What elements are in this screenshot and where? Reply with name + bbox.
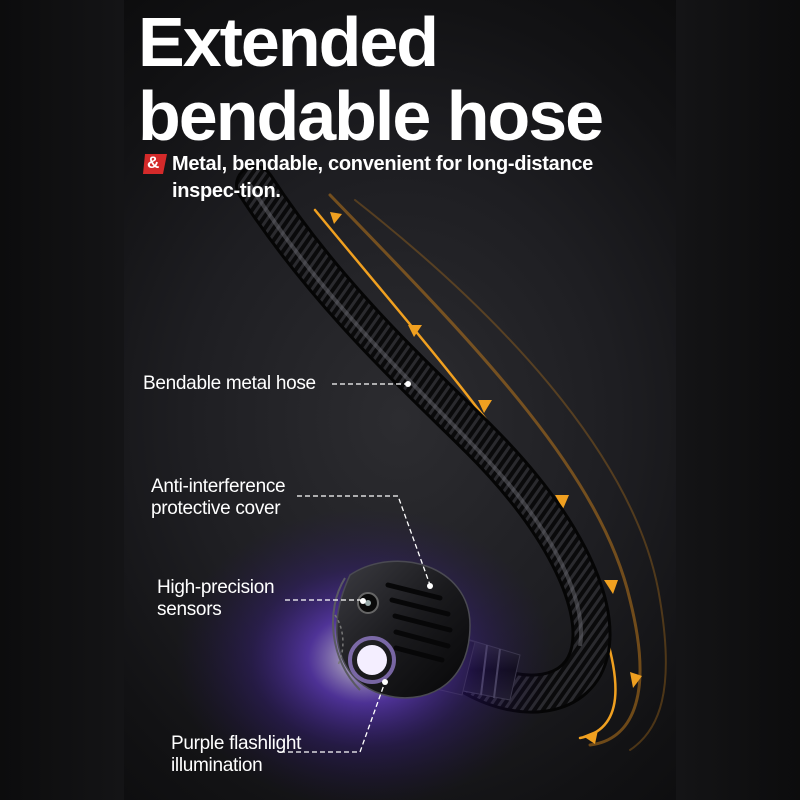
arrowhead-icon bbox=[555, 495, 569, 509]
headline-line-1: Extended bbox=[138, 3, 439, 81]
arrowhead-icon bbox=[330, 212, 342, 224]
arrowhead-icon bbox=[604, 580, 618, 594]
badge-shape-icon bbox=[143, 154, 167, 174]
callout-cover-label: Anti-interference protective cover bbox=[151, 476, 286, 520]
arrowhead-icon bbox=[583, 730, 598, 744]
callout-flash-line-2: illumination bbox=[171, 755, 263, 776]
led-light bbox=[357, 645, 387, 675]
callout-flash-line-1: Purple flashlight bbox=[171, 733, 302, 754]
callout-leaders bbox=[280, 383, 431, 753]
callout-flash-label: Purple flashlight illumination bbox=[171, 733, 301, 777]
callout-sensors-line-2: sensors bbox=[157, 599, 222, 620]
callout-cover-line-2: protective cover bbox=[151, 498, 281, 519]
leader-flash bbox=[280, 681, 386, 753]
right-edge-shade bbox=[676, 0, 800, 800]
callout-hose-label: Bendable metal hose bbox=[143, 373, 316, 394]
leader-cover bbox=[297, 495, 431, 586]
callout-sensors-label: High-precision sensors bbox=[157, 577, 275, 621]
left-edge-shade bbox=[0, 0, 124, 800]
headline-line-2: bendable hose bbox=[138, 77, 604, 155]
arrow-track-outer-2 bbox=[354, 199, 667, 751]
arrow-track-outer bbox=[328, 193, 642, 747]
callout-sensors-line-1: High-precision bbox=[157, 577, 275, 598]
metal-hose bbox=[235, 165, 612, 714]
callout-dots bbox=[360, 381, 433, 685]
camera-head bbox=[332, 560, 471, 699]
subtitle-text: Metal, bendable, convenient for long-dis… bbox=[172, 153, 594, 202]
ampersand-badge: & bbox=[143, 152, 169, 176]
callout-cover-line-1: Anti-interference bbox=[151, 476, 286, 497]
cover-vent-slots bbox=[385, 582, 453, 663]
ampersand-symbol: & bbox=[147, 153, 160, 172]
arrowhead-icon bbox=[408, 325, 422, 337]
arrowhead-icon bbox=[630, 672, 642, 688]
arrowhead-markers bbox=[330, 212, 642, 744]
arrowhead-icon bbox=[478, 400, 492, 413]
